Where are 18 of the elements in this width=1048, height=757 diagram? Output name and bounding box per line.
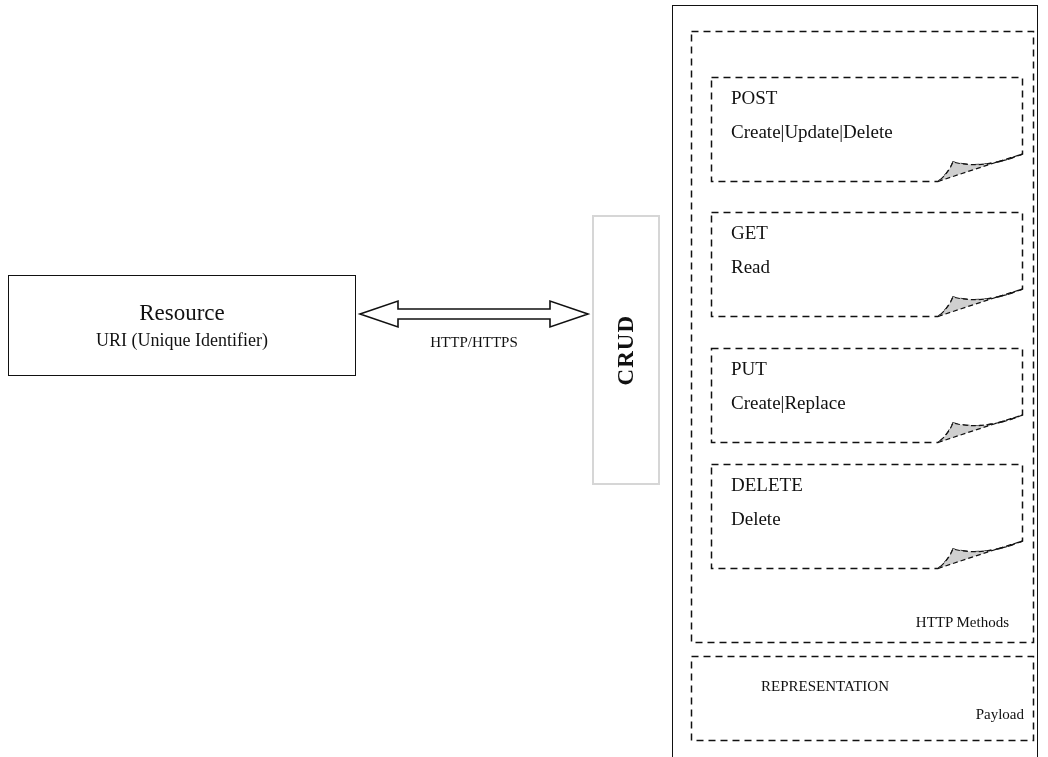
node-subtitle: Payload (975, 706, 1024, 723)
method-description: Delete (731, 508, 781, 530)
method-description: Read (731, 256, 771, 278)
method-description: Create|Update|Delete (731, 121, 893, 143)
vertical-label: CRUD (613, 314, 639, 386)
method-name: PUT (731, 358, 767, 380)
double-arrow (357, 299, 591, 329)
method-description: Create|Replace (731, 392, 846, 414)
crud-box (592, 215, 660, 485)
node-title: REPRESENTATION (761, 678, 889, 695)
node-title: Resource (139, 300, 225, 326)
container-box (672, 5, 1038, 757)
resource-box (8, 275, 356, 376)
method-name: DELETE (731, 474, 803, 496)
method-name: POST (731, 87, 778, 109)
node-subtitle: URI (Unique Identifier) (96, 330, 268, 351)
group-label: HTTP Methods (915, 614, 1009, 631)
method-name: GET (731, 222, 768, 244)
